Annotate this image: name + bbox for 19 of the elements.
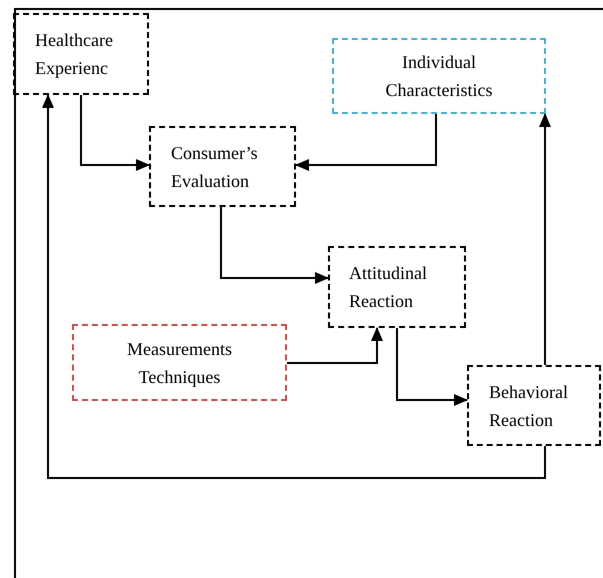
box-label: Behavioral Reaction xyxy=(489,380,569,432)
arrow xyxy=(295,114,437,171)
dashed-box xyxy=(467,365,601,446)
box-label: Measurements Techniques xyxy=(126,338,233,389)
arrow xyxy=(220,207,329,284)
arrow xyxy=(287,327,383,364)
arrow xyxy=(80,95,150,171)
box-label: Healthcare Experienc xyxy=(35,29,114,80)
dashed-box xyxy=(72,324,287,401)
dashed-box xyxy=(332,38,546,114)
box-label: Attitudinal Reaction xyxy=(349,262,428,313)
dashed-box xyxy=(13,13,149,95)
dashed-box xyxy=(149,126,296,207)
box-label: Consumer’s Evaluation xyxy=(171,142,259,192)
box-label: Individual Characteristics xyxy=(384,51,494,102)
arrow xyxy=(539,113,551,365)
arrow xyxy=(42,94,546,479)
arrow xyxy=(396,328,468,406)
dashed-box xyxy=(328,246,466,328)
